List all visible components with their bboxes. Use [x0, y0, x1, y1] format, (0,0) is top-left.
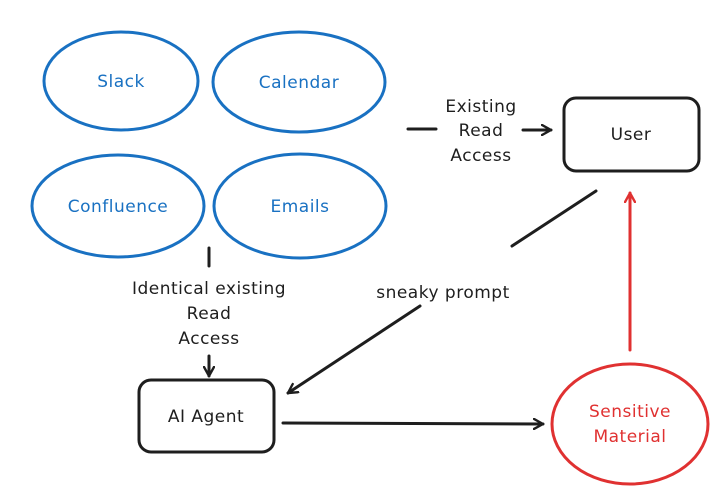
emails-label: Emails	[270, 197, 329, 217]
calendar-ellipse	[211, 30, 387, 134]
user-label: User	[611, 125, 652, 145]
user-node: User	[562, 96, 701, 173]
sneaky-prompt-arrow-upper	[510, 189, 598, 248]
slack-node: Slack	[42, 30, 200, 132]
identical-access-label-line1: Identical existing	[132, 279, 286, 299]
existing-access-label-line1: Existing	[445, 97, 516, 117]
edge-existing-read-access: Existing Read Access	[406, 97, 553, 166]
existing-access-label-line2: Read	[459, 121, 504, 141]
ai-agent-box	[137, 378, 276, 454]
edge-agent-to-sensitive	[281, 423, 545, 424]
confluence-ellipse	[30, 153, 206, 259]
calendar-label: Calendar	[259, 73, 339, 93]
identical-access-label-line2: Read	[187, 304, 232, 324]
slack-ellipse	[42, 30, 200, 132]
sensitive-material-label-line1: Sensitive	[589, 402, 671, 422]
emails-node: Emails	[212, 152, 388, 260]
sneaky-prompt-label: sneaky prompt	[376, 283, 510, 303]
confluence-label: Confluence	[68, 197, 169, 217]
edge-sneaky-prompt: sneaky prompt	[286, 189, 598, 395]
sensitive-material-node: Sensitive Material	[550, 362, 710, 486]
edge-identical-read-access: Identical existing Read Access	[132, 246, 286, 378]
user-box	[562, 96, 701, 173]
agent-to-sensitive-arrow	[281, 423, 545, 424]
existing-access-label-line3: Access	[450, 146, 511, 166]
sensitive-material-label-line2: Material	[593, 427, 666, 447]
sneaky-prompt-arrow-lower	[286, 304, 422, 395]
sensitive-material-circle	[550, 362, 710, 486]
identical-access-label-line3: Access	[178, 329, 239, 349]
emails-ellipse	[212, 152, 388, 260]
slack-label: Slack	[97, 72, 145, 92]
ai-agent-label: AI Agent	[168, 407, 244, 427]
calendar-node: Calendar	[211, 30, 387, 134]
confluence-node: Confluence	[30, 153, 206, 259]
ai-agent-node: AI Agent	[137, 378, 276, 454]
